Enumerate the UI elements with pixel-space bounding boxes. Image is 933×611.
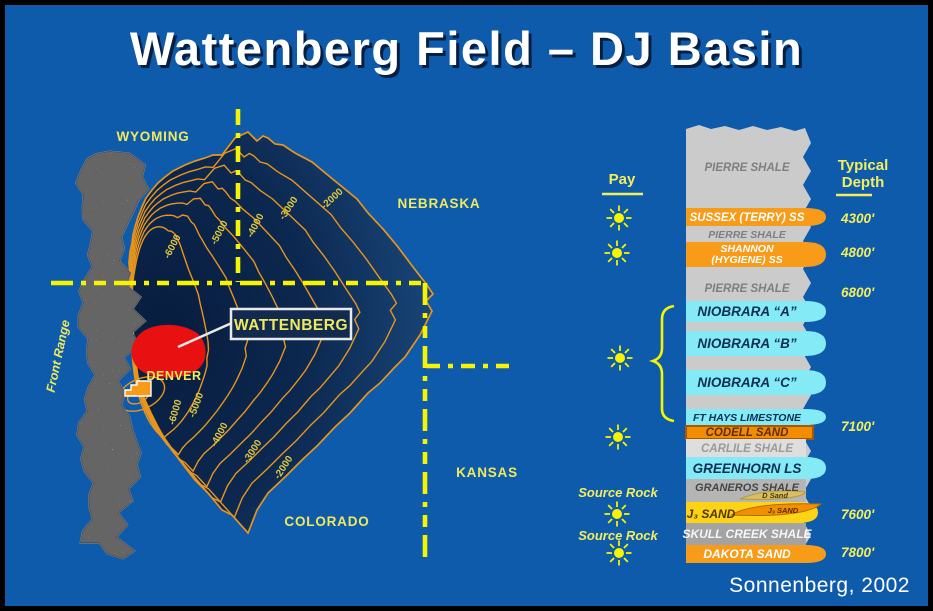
strat-band-label: GRANEROS SHALE (695, 482, 800, 494)
j-sand-lens (729, 503, 823, 517)
strat-band-label: PIERRE SHALE (705, 283, 790, 295)
page-title: Wattenberg Field – DJ Basin (129, 22, 804, 75)
pay-sun-icon (606, 205, 632, 231)
niobrara-brace (648, 304, 675, 423)
pay-header: Pay (609, 171, 636, 188)
d-sand-lens-label: D Sand (762, 491, 788, 500)
state-label-colorado: COLORADO (284, 514, 369, 529)
source-rock-label: Source Rock (578, 485, 658, 500)
state-border-lines (51, 109, 509, 562)
depth-header-line1: Typical (838, 157, 889, 174)
state-label-wyoming: WYOMING (116, 129, 189, 144)
strat-band (686, 523, 806, 545)
strat-band-label: NIOBRARA “A” (697, 304, 796, 319)
depth-label: 7600' (841, 507, 875, 522)
depth-header-line2: Depth (842, 174, 885, 191)
depth-label: 4300' (840, 211, 875, 226)
strat-band-label: CODELL SAND (706, 427, 789, 439)
strat-band-label: PIERRE SHALE (705, 162, 790, 174)
front-range-texture (75, 151, 149, 559)
basin-map: -6000-5000-4000-3000-2000-6000-5000-4000… (74, 130, 435, 560)
depth-label: 4800' (840, 245, 875, 260)
strat-band-label: (HYGIENE) SS (711, 254, 782, 266)
strat-band-label: SHANNON (720, 243, 774, 255)
leader-line (177, 320, 235, 349)
strat-column: PIERRE SHALE SUSSEX (TERRY) SS 4300' PIERRE… (604, 125, 875, 566)
strat-band (686, 457, 826, 479)
contour-line (130, 197, 288, 473)
strat-band (686, 242, 826, 267)
city-label-denver: DENVER (146, 369, 201, 383)
pay-sun-icon (604, 501, 630, 527)
j-sand-lens-label: J₃ SAND (768, 506, 799, 515)
depth-label: 6800' (841, 285, 875, 300)
city-symbol (124, 380, 152, 397)
strat-band-label: CARLILE SHALE (701, 443, 793, 455)
strat-band (686, 545, 826, 563)
strat-band-label: DAKOTA SAND (703, 547, 791, 561)
front-range-label: Front Range (44, 319, 73, 394)
pay-sun-icon (605, 424, 631, 450)
strat-band (686, 331, 826, 356)
strat-band-label: PIERRE SHALE (708, 229, 787, 241)
strat-band (686, 370, 826, 395)
pay-sun-icon (604, 240, 630, 266)
strat-band (686, 208, 826, 226)
strat-band-label: SUSSEX (TERRY) SS (690, 212, 805, 224)
source-rock-label: Source Rock (578, 528, 658, 543)
strat-band-label: SKULL CREEK SHALE (682, 527, 812, 541)
strat-band-label: J₃ SAND (687, 507, 736, 521)
state-label-nebraska: NEBRASKA (398, 196, 481, 211)
strat-band-label: FT HAYS LIMESTONE (693, 412, 802, 424)
d-sand-lens (739, 490, 808, 500)
contour-line (130, 226, 210, 439)
strat-band (686, 439, 806, 457)
strat-band-label: GREENHORN LS (693, 461, 802, 476)
slide-graphics: -6000-5000-4000-3000-2000-6000-5000-4000… (44, 109, 889, 566)
depth-label: 7800' (841, 545, 875, 560)
citation: Sonnenberg, 2002 (729, 574, 910, 597)
depth-label: 7100' (841, 419, 875, 434)
field-label: WATTENBERG (234, 317, 348, 334)
strat-band-label: NIOBRARA “C” (697, 375, 796, 390)
state-label-kansas: KANSAS (456, 465, 518, 480)
strat-band-label: NIOBRARA “B” (697, 336, 796, 351)
pay-sun-icon (607, 345, 633, 371)
field-polygon (131, 324, 206, 378)
strat-band (686, 301, 826, 322)
pay-sun-icon (606, 540, 632, 566)
strat-band (686, 409, 826, 425)
field-label-box (229, 307, 353, 341)
